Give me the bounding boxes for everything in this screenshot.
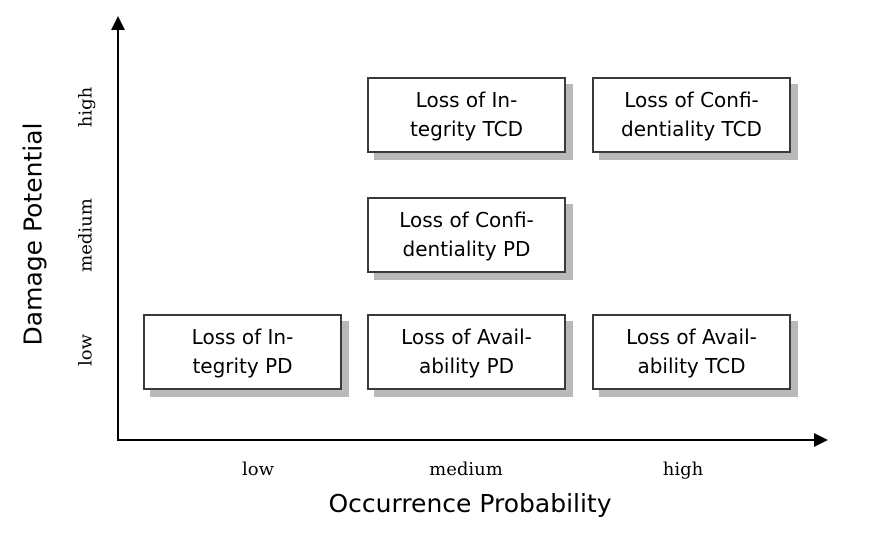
y-axis-title: Damage Potential (18, 122, 48, 346)
risk-cell-line-2: tegrity PD (192, 354, 293, 378)
risk-cell-medium-low[interactable]: Loss of Avail- ability PD (367, 314, 566, 390)
x-axis-tick-low: low (241, 459, 275, 480)
risk-cell-low-low[interactable]: Loss of In- tegrity PD (143, 314, 342, 390)
risk-cell-high-high[interactable]: Loss of Confi- dentiality TCD (592, 77, 791, 153)
x-axis-title: Occurrence Probability (328, 489, 612, 518)
risk-cell-line-2: ability TCD (637, 354, 746, 378)
y-axis-tick-medium: medium (75, 198, 97, 272)
y-axis-line (117, 26, 119, 440)
x-axis-arrow-icon (814, 433, 828, 447)
risk-cell-line-2: ability PD (418, 354, 515, 378)
x-axis-tick-medium: medium (429, 459, 503, 480)
risk-cell-line-1: Loss of Confi- (624, 88, 759, 112)
risk-cell-line-1: Loss of Confi- (399, 208, 534, 232)
risk-cell-medium-high[interactable]: Loss of In- tegrity TCD (367, 77, 566, 153)
risk-cell-medium-medium[interactable]: Loss of Confi- dentiality PD (367, 197, 566, 273)
risk-cell-line-1: Loss of In- (191, 325, 294, 349)
risk-cell-line-1: Loss of In- (415, 88, 518, 112)
risk-cell-line-1: Loss of Avail- (401, 325, 532, 349)
risk-cell-line-2: tegrity TCD (409, 117, 524, 141)
y-axis-tick-low: low (75, 333, 97, 367)
risk-cell-line-1: Loss of Avail- (626, 325, 757, 349)
y-axis-tick-high: high (75, 86, 97, 128)
risk-cell-line-2: dentiality PD (402, 237, 531, 261)
risk-cell-line-2: dentiality TCD (621, 117, 762, 141)
risk-cell-high-low[interactable]: Loss of Avail- ability TCD (592, 314, 791, 390)
x-axis-line (117, 439, 817, 441)
x-axis-tick-high: high (662, 459, 704, 480)
y-axis-arrow-icon (111, 16, 125, 30)
